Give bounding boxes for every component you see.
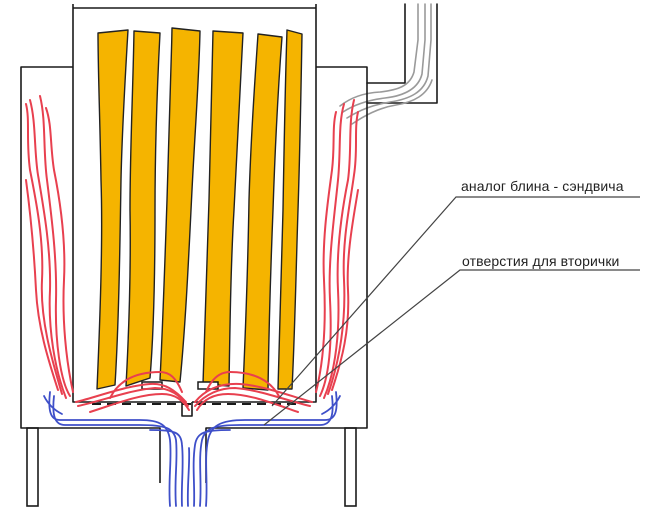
label-sandwich-plate: аналог блина - сэндвича — [461, 178, 624, 194]
leader-lines — [263, 196, 640, 426]
stove-body — [20, 66, 368, 483]
flame-streaks — [25, 95, 359, 413]
chimney-pipe — [366, 3, 438, 104]
stove-legs — [26, 427, 357, 507]
smoke-streaks — [339, 3, 433, 125]
firewood-logs — [96, 27, 303, 391]
air-flow-streaks — [43, 391, 341, 507]
label-secondary-air-holes: отверстия для вторички — [462, 253, 620, 269]
firebox — [72, 4, 317, 417]
